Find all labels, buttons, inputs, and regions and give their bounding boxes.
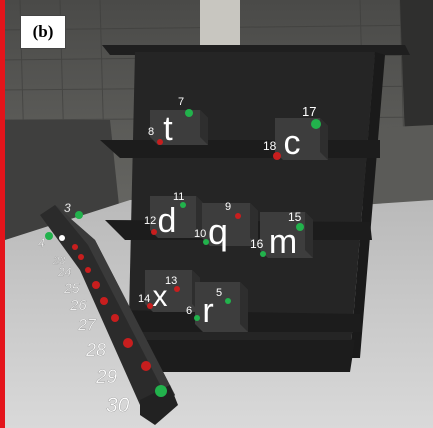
marker-label: 6 — [186, 305, 192, 317]
marker-label: 17 — [302, 104, 316, 119]
marker-label: 7 — [178, 96, 184, 108]
marker-label: 11 — [173, 191, 184, 203]
panel-label: (b) — [20, 15, 66, 49]
marker-label: 12 — [144, 215, 156, 227]
marker-label: 16 — [250, 237, 264, 251]
green-marker — [311, 119, 321, 129]
green-marker — [225, 298, 231, 304]
green-marker — [75, 211, 83, 219]
red-marker — [157, 139, 163, 145]
marker-label: 13 — [165, 275, 177, 287]
box-letter: q — [208, 211, 228, 252]
letter-box: x 13 14 — [138, 270, 200, 313]
letter-box: m 15 16 — [250, 210, 313, 261]
red-marker — [147, 303, 153, 309]
wand-label: 25 — [63, 280, 80, 296]
marker-label: 8 — [148, 126, 154, 138]
wand-label: 28 — [85, 340, 106, 360]
wand-pointer: 3 4 23 24 25 26 27 28 29 30 — [38, 201, 178, 425]
green-marker — [155, 385, 167, 397]
wand-label: 30 — [106, 394, 130, 417]
letter-box: r 5 6 — [186, 282, 248, 332]
white-marker — [59, 235, 65, 241]
red-marker — [273, 152, 281, 160]
letter-box: t 7 8 — [148, 96, 208, 148]
red-marker — [174, 286, 180, 292]
green-marker — [296, 223, 304, 231]
green-marker — [185, 109, 193, 117]
wand-label: 4 — [38, 236, 45, 250]
marker-label: 5 — [216, 287, 222, 299]
accent-bar — [0, 0, 5, 428]
green-marker — [203, 239, 209, 245]
wand-label: 24 — [57, 265, 72, 279]
letter-box: q 9 10 — [194, 201, 258, 252]
box-letter: t — [163, 110, 173, 148]
red-markers — [72, 244, 151, 371]
wand-label: 26 — [69, 297, 87, 314]
wand-label: 27 — [77, 317, 97, 334]
red-marker — [151, 229, 157, 235]
green-marker — [194, 315, 200, 321]
letter-box: c 17 18 — [263, 104, 328, 162]
green-marker — [260, 251, 266, 257]
marker-label: 18 — [263, 139, 277, 153]
wand-label: 3 — [64, 201, 71, 215]
box-letter: c — [284, 124, 301, 162]
red-marker — [235, 213, 241, 219]
marker-label: 15 — [288, 210, 302, 224]
wand-label: 23 — [52, 255, 66, 267]
box-letter: d — [158, 202, 177, 240]
green-marker — [180, 202, 186, 208]
marker-label: 9 — [225, 201, 231, 213]
green-marker — [45, 232, 53, 240]
box-letter: x — [153, 280, 168, 313]
box-letter: m — [269, 223, 297, 261]
wand-label: 29 — [95, 367, 118, 388]
shelf-base — [140, 340, 355, 372]
wall-pillar — [200, 0, 240, 50]
doorway — [400, 0, 433, 150]
shelf-board-top — [100, 140, 380, 158]
marker-label: 10 — [194, 228, 206, 240]
box-letter: r — [202, 292, 213, 330]
marker-label: 14 — [138, 293, 150, 305]
